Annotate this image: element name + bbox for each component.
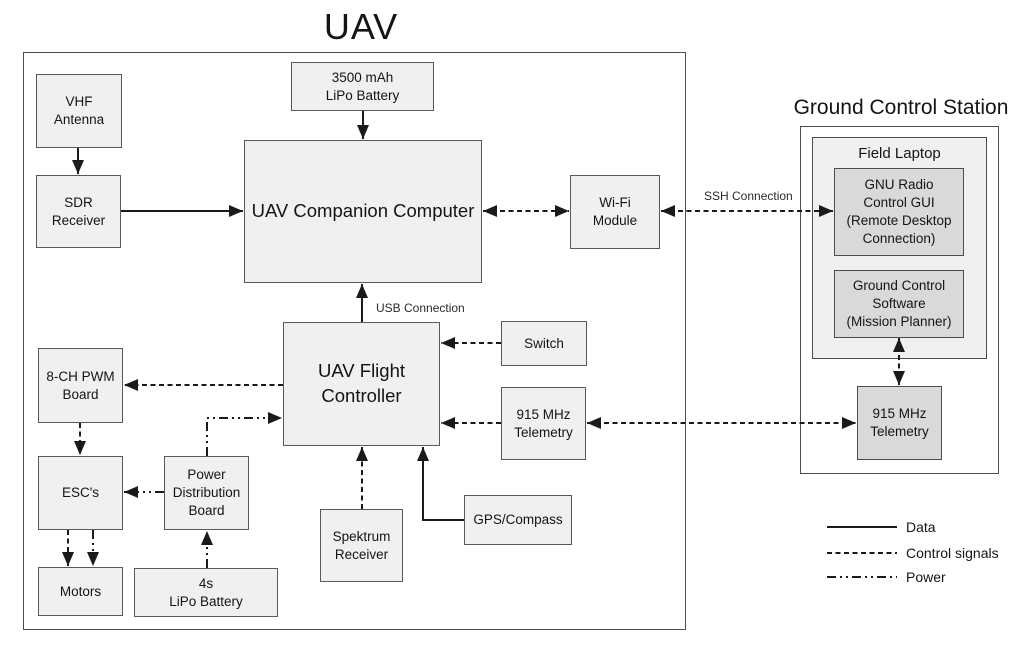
legend-data-label: Data: [906, 519, 936, 535]
node-wifi-module-label: Wi-Fi Module: [592, 195, 638, 228]
node-motors: Motors: [38, 567, 123, 616]
node-uav-flight-controller-label: UAV Flight Controller: [317, 360, 406, 406]
node-gps-compass-label: GPS/Compass: [473, 512, 563, 528]
node-spektrum-receiver: Spektrum Receiver: [320, 509, 403, 582]
legend-control-signals-label: Control signals: [906, 545, 999, 561]
node-ground-control-software: Ground Control Software (Mission Planner…: [834, 270, 964, 338]
node-915mhz-telemetry-gcs-label: 915 MHz Telemetry: [870, 406, 929, 439]
legend-power-label: Power: [906, 569, 946, 585]
node-4s-lipo-battery: 4s LiPo Battery: [134, 568, 278, 617]
node-sdr-receiver-label: SDR Receiver: [51, 194, 106, 228]
node-8ch-pwm-board-label: 8-CH PWM Board: [46, 368, 115, 402]
node-wifi-module: Wi-Fi Module: [570, 175, 660, 249]
node-8ch-pwm-board: 8-CH PWM Board: [38, 348, 123, 423]
node-motors-label: Motors: [59, 583, 102, 599]
node-vhf-antenna: VHF Antenna: [36, 74, 122, 148]
node-switch-label: Switch: [524, 335, 564, 351]
node-uav-flight-controller: UAV Flight Controller: [283, 322, 440, 446]
node-915mhz-telemetry-gcs: 915 MHz Telemetry: [857, 386, 942, 460]
node-gps-compass: GPS/Compass: [464, 495, 572, 545]
node-3500mah-lipo-battery: 3500 mAh LiPo Battery: [291, 62, 434, 111]
field-laptop-label: Field Laptop: [858, 145, 941, 162]
node-spektrum-receiver-label: Spektrum Receiver: [332, 528, 391, 562]
node-uav-companion-computer-label: UAV Companion Computer: [251, 200, 475, 222]
node-switch: Switch: [501, 321, 587, 366]
node-escs-label: ESC's: [61, 485, 100, 501]
node-gnu-radio-control-gui-label: GNU Radio Control GUI (Remote Desktop Co…: [846, 177, 952, 246]
node-gnu-radio-control-gui: GNU Radio Control GUI (Remote Desktop Co…: [834, 168, 964, 256]
node-vhf-antenna-label: VHF Antenna: [53, 94, 105, 127]
gcs-title: Ground Control Station: [793, 96, 1009, 119]
ssh-connection-label: SSH Connection: [704, 189, 793, 203]
node-power-distribution-board: Power Distribution Board: [164, 456, 249, 530]
node-915mhz-telemetry-uav: 915 MHz Telemetry: [501, 387, 586, 460]
node-power-distribution-board-label: Power Distribution Board: [172, 467, 241, 518]
node-4s-lipo-battery-label: 4s LiPo Battery: [169, 575, 243, 609]
node-uav-companion-computer: UAV Companion Computer: [244, 140, 482, 283]
usb-connection-label: USB Connection: [376, 301, 465, 315]
node-sdr-receiver: SDR Receiver: [36, 175, 121, 248]
node-3500mah-lipo-battery-label: 3500 mAh LiPo Battery: [325, 69, 400, 103]
gcs-boundary-box: [800, 126, 999, 474]
node-915mhz-telemetry-uav-label: 915 MHz Telemetry: [514, 406, 573, 440]
node-ground-control-software-label: Ground Control Software (Mission Planner…: [846, 278, 952, 329]
uav-title: UAV: [323, 6, 399, 47]
uav-boundary-box: [23, 52, 686, 630]
node-escs: ESC's: [38, 456, 123, 530]
